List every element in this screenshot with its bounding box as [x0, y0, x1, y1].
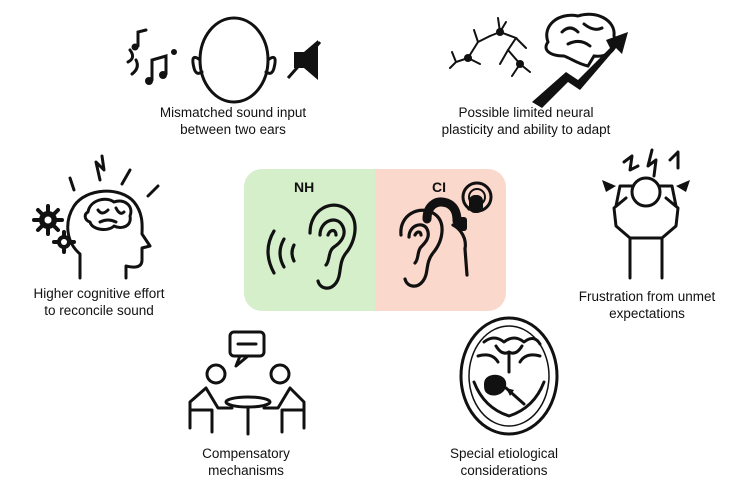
head-with-music-and-mute-icon	[126, 16, 322, 104]
frustrated-person-icon	[602, 148, 690, 280]
center-comparison-panel: NH CI	[244, 169, 506, 311]
nh-label: NH	[294, 179, 315, 195]
cochlear-implant-ear-icon	[399, 181, 493, 288]
ci-label: CI	[432, 179, 446, 195]
brain-scan-icon	[459, 316, 559, 436]
normal-hearing-ear-icon	[266, 203, 357, 290]
neurons-brain-rising-arrow-icon	[449, 12, 628, 108]
head-brain-gears-icon	[32, 154, 160, 280]
two-people-talking-icon	[188, 330, 306, 436]
